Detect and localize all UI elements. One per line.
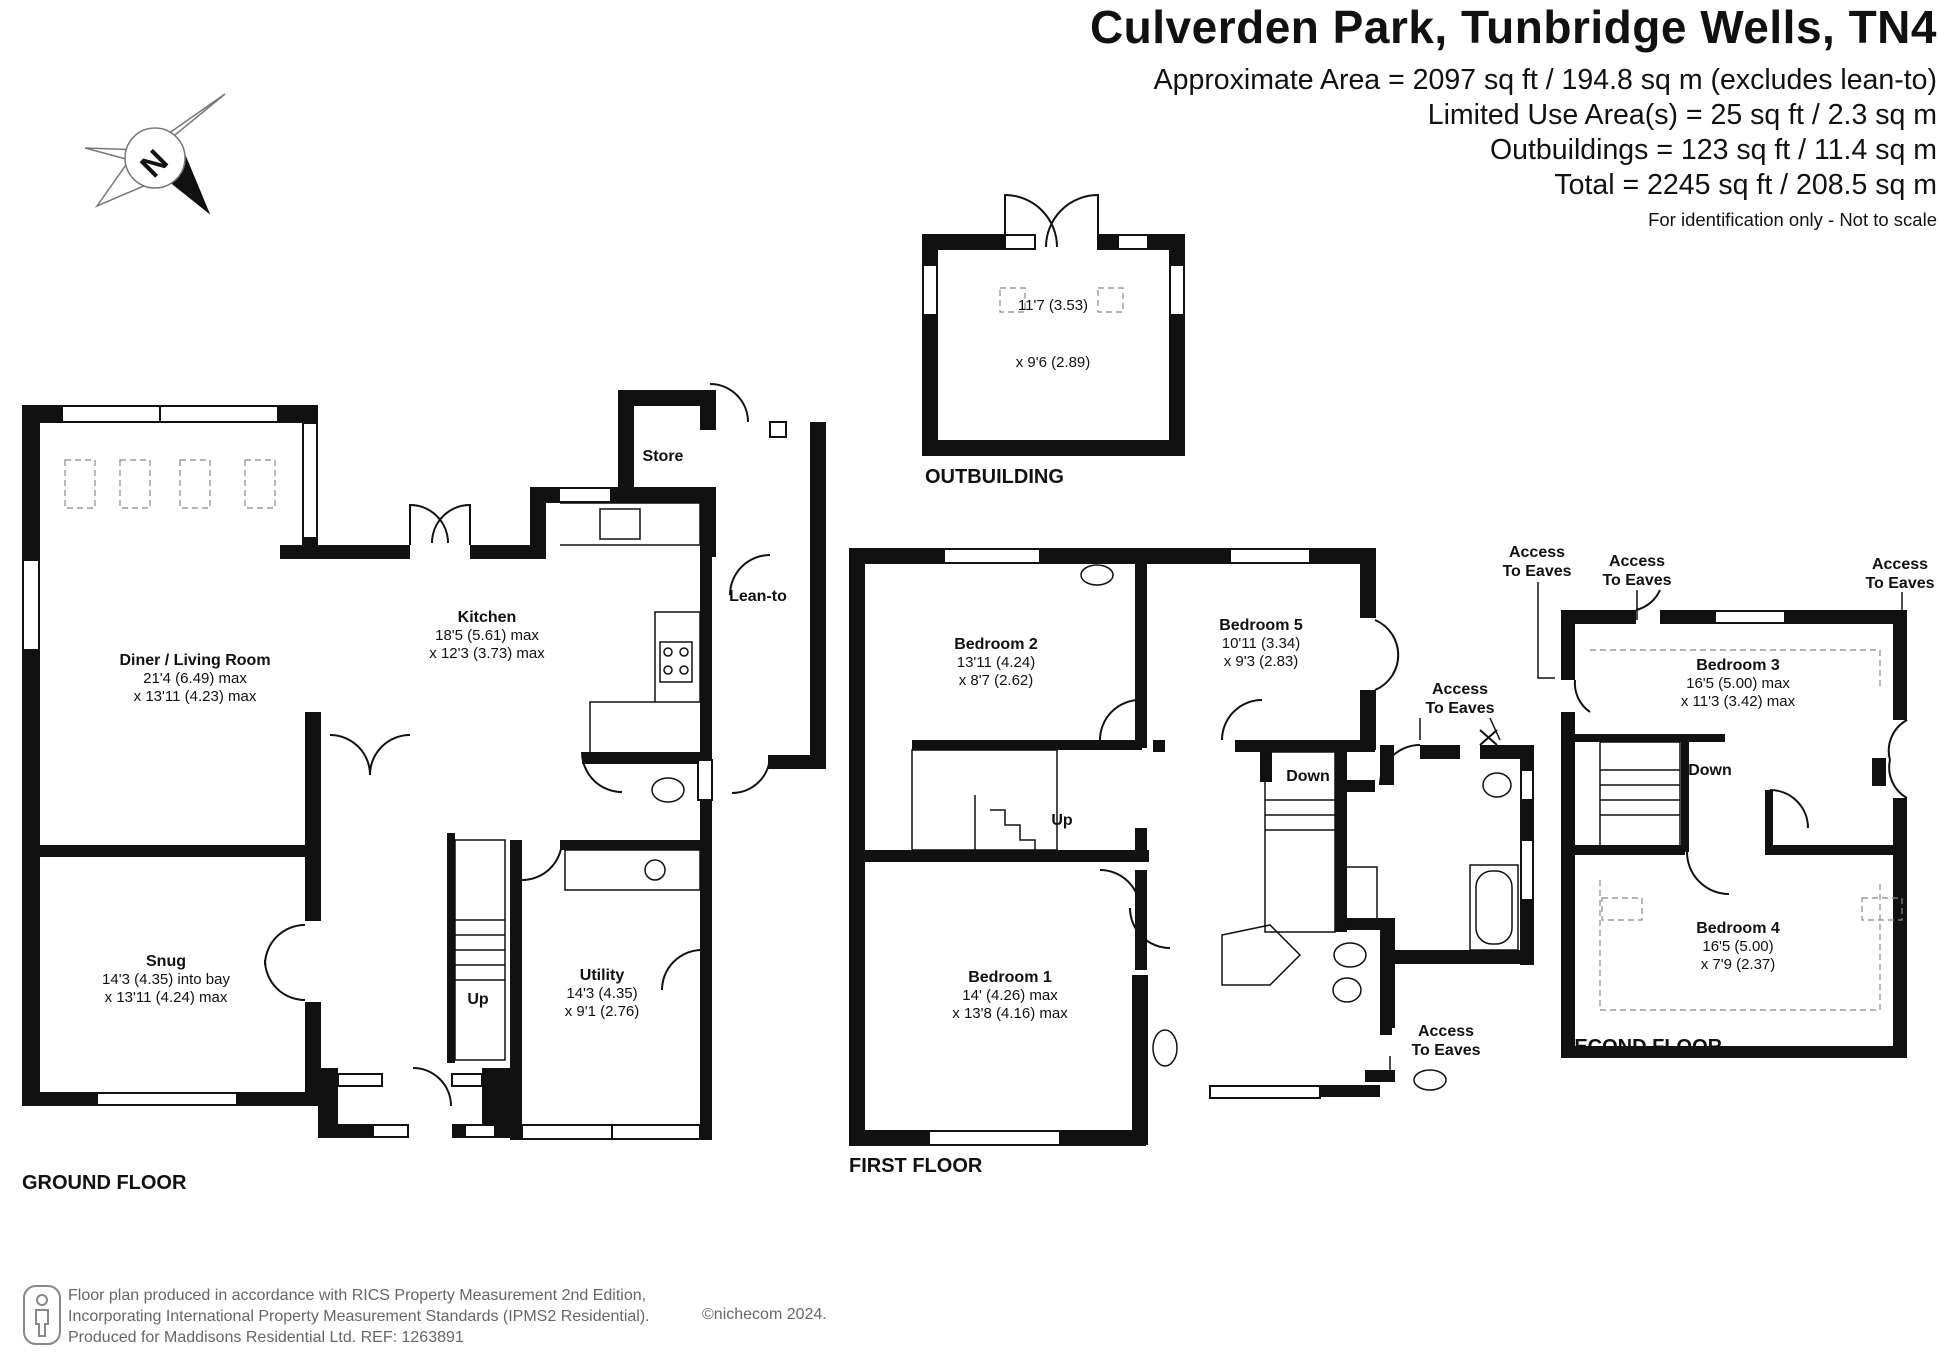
snug-name: Snug [146, 953, 186, 970]
bedroom5-dim1: 10'11 (3.34) [1222, 635, 1300, 652]
diner-name: Diner / Living Room [119, 652, 270, 669]
windows [22, 234, 1786, 1146]
bedroom1-dim1: 14' (4.26) max [962, 987, 1058, 1004]
diner-dim1: 21'4 (6.49) max [143, 670, 247, 687]
footer-line-3: Produced for Maddisons Residential Ltd. … [68, 1329, 464, 1346]
bedroom4-dim1: 16'5 (5.00) [1702, 938, 1773, 955]
snug-dim2: x 13'11 (4.24) max [105, 989, 228, 1006]
bedroom2-dim2: x 8'7 (2.62) [959, 672, 1034, 689]
fixtures [454, 502, 1681, 1091]
bedroom2-name: Bedroom 2 [954, 636, 1038, 653]
first-floor-label: FIRST FLOOR [849, 1155, 983, 1177]
disclaimer-note: For identification only - Not to scale [1648, 209, 1937, 230]
utility-dim1: 14'3 (4.35) [566, 985, 637, 1002]
access-eaves-5-line1: Access [1872, 556, 1928, 573]
access-eaves-4-line1: Access [1609, 553, 1665, 570]
bedroom5-name: Bedroom 5 [1219, 617, 1303, 634]
bedroom4-name: Bedroom 4 [1696, 920, 1780, 937]
bedroom4-dim2: x 7'9 (2.37) [1701, 956, 1776, 973]
snug-dim1: 14'3 (4.35) into bay [102, 971, 230, 988]
ground-stairs-up-label: Up [467, 991, 489, 1008]
access-eaves-1-line2: To Eaves [1425, 700, 1494, 717]
access-pointers [1389, 582, 1903, 1080]
access-eaves-3-line1: Access [1509, 544, 1565, 561]
access-eaves-3-line2: To Eaves [1502, 563, 1571, 580]
access-eaves-4-line2: To Eaves [1602, 572, 1671, 589]
approximate-area: Approximate Area = 2097 sq ft / 194.8 sq… [1153, 64, 1937, 96]
access-eaves-2-line2: To Eaves [1411, 1042, 1480, 1059]
access-eaves-1-line1: Access [1432, 681, 1488, 698]
bedroom2-dim1: 13'11 (4.24) [957, 654, 1035, 671]
outbuilding-label: OUTBUILDING [925, 466, 1064, 488]
kitchen-dim2: x 12'3 (3.73) max [429, 645, 545, 662]
bedroom3-name: Bedroom 3 [1696, 657, 1780, 674]
dashed-outlines [64, 287, 1903, 1011]
leanto-name: Lean-to [729, 588, 787, 605]
bedroom5-dim2: x 9'3 (2.83) [1224, 653, 1299, 670]
compass-rose-icon: N [85, 93, 226, 215]
property-title: Culverden Park, Tunbridge Wells, TN4 [1089, 1, 1937, 53]
utility-dim2: x 9'1 (2.76) [565, 1003, 640, 1020]
door-swings [264, 193, 1908, 1107]
kitchen-dim1: 18'5 (5.61) max [435, 627, 539, 644]
diner-dim2: x 13'11 (4.23) max [134, 688, 257, 705]
person-logo-icon [23, 1285, 61, 1345]
outbuilding-dim1: 11'7 (3.53) [1018, 297, 1088, 314]
limited-use-area: Limited Use Area(s) = 25 sq ft / 2.3 sq … [1427, 99, 1937, 131]
kitchen-name: Kitchen [458, 609, 517, 626]
total-area: Total = 2245 sq ft / 208.5 sq m [1554, 169, 1937, 201]
access-eaves-2-line1: Access [1418, 1023, 1474, 1040]
bedroom1-name: Bedroom 1 [968, 969, 1052, 986]
footer-line-2: Incorporating International Property Mea… [68, 1308, 650, 1325]
second-stairs-down-label: Down [1688, 762, 1732, 779]
bedroom3-dim1: 16'5 (5.00) max [1686, 675, 1790, 692]
first-stairs-up-label: Up [1051, 812, 1073, 829]
outbuildings-area: Outbuildings = 123 sq ft / 11.4 sq m [1489, 134, 1937, 166]
first-stairs-down-label: Down [1286, 768, 1330, 785]
footer-line-1: Floor plan produced in accordance with R… [68, 1287, 647, 1304]
access-eaves-5-line2: To Eaves [1865, 575, 1934, 592]
store-name: Store [643, 448, 684, 465]
ground-floor-label: GROUND FLOOR [22, 1172, 187, 1194]
bedroom1-dim2: x 13'8 (4.16) max [952, 1005, 1068, 1022]
utility-name: Utility [580, 967, 625, 984]
outbuilding-dim2: x 9'6 (2.89) [1016, 354, 1091, 371]
copyright: ©nichecom 2024. [702, 1306, 827, 1323]
bedroom3-dim2: x 11'3 (3.42) max [1681, 693, 1796, 710]
walls [22, 234, 1907, 1146]
